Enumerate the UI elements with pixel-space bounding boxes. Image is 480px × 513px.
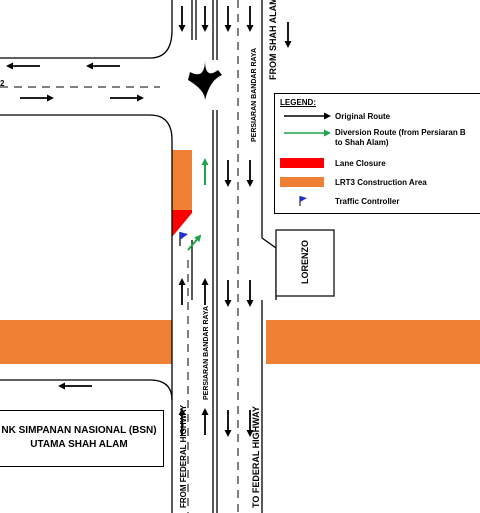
legend-item-original-route: Original Route	[275, 108, 480, 126]
label-to-federal-highway: TO FEDERAL HIGHWAY	[251, 406, 261, 508]
red-block-icon	[280, 158, 324, 168]
lorenzo-building	[275, 229, 335, 297]
green-arrow-icon	[284, 129, 331, 137]
black-arrow-icon	[284, 112, 331, 120]
label-left-edge-fragment: 2	[0, 79, 5, 88]
legend-item-lane-closure: Lane Closure	[275, 156, 480, 174]
legend-item-diversion-route: Diversion Route (from Persiaran B to Sha…	[275, 124, 480, 150]
lrt3-construction-area-closure	[172, 150, 192, 210]
bsn-label-line1: NK SIMPANAN NASIONAL (BSN)	[1, 425, 157, 436]
lrt3-construction-area-east	[266, 320, 480, 364]
label-persiaran-bandar-raya-lower: PERSIARAN BANDAR RAYA	[203, 306, 210, 400]
label-lorenzo: LORENZO	[300, 240, 310, 284]
bsn-label-line2: UTAMA SHAH ALAM	[30, 439, 128, 450]
junction-merge-area	[188, 60, 222, 100]
label-from-shah-alam: FROM SHAH ALAM	[268, 0, 278, 80]
bsn-building: NK SIMPANAN NASIONAL (BSN) UTAMA SHAH AL…	[0, 410, 164, 467]
road-edges	[0, 0, 277, 513]
legend-label-diversion-route: Diversion Route (from Persiaran B	[335, 128, 466, 137]
legend-label-traffic-controller: Traffic Controller	[335, 197, 400, 206]
lane-markings	[0, 0, 239, 513]
legend-item-traffic-controller: Traffic Controller	[275, 194, 480, 212]
legend-label-lrt3-construction: LRT3 Construction Area	[335, 178, 427, 187]
legend-item-lrt3-construction: LRT3 Construction Area	[275, 175, 480, 193]
legend-label-original-route: Original Route	[335, 112, 391, 121]
original-route-arrows	[6, 6, 292, 437]
lrt3-construction-area-west	[0, 320, 172, 364]
diversion-route-arrows	[187, 158, 209, 251]
traffic-controller-flag	[179, 232, 188, 246]
label-persiaran-bandar-raya-upper: PERSIARAN BANDAR RAYA	[251, 48, 258, 142]
label-from-federal-highway: FROM FEDERAL HIGHWAY	[179, 404, 188, 508]
legend-title: LEGEND:	[280, 98, 316, 107]
blue-flag-icon	[299, 196, 307, 206]
legend-label-diversion-route-line2: to Shah Alam)	[335, 138, 389, 147]
legend-label-lane-closure: Lane Closure	[335, 159, 386, 168]
diversion-arrow-diagonal	[187, 234, 202, 251]
legend-box: LEGEND: Original Route Diversion Route (…	[274, 93, 480, 214]
orange-block-icon	[280, 177, 324, 187]
